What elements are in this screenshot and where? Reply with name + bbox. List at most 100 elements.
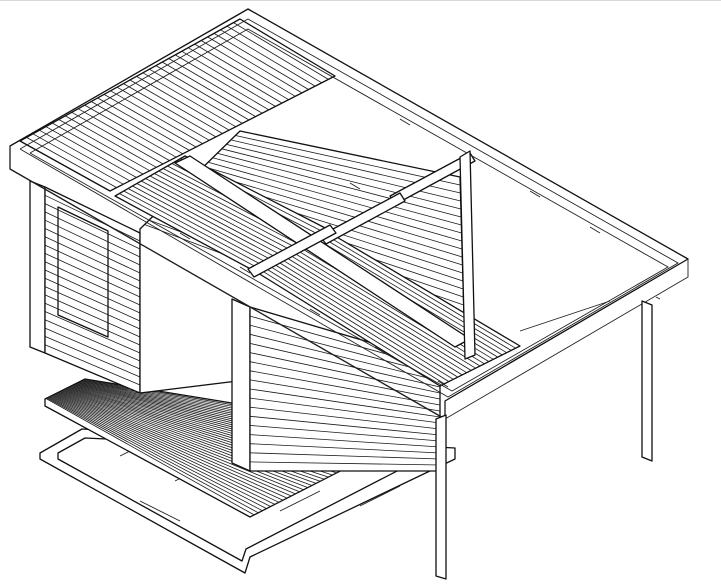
floor-hatch-line — [57, 392, 304, 491]
roof-hatch-line — [110, 90, 203, 144]
left-wall-hatch-line — [44, 203, 141, 250]
front-wall-hatch-line — [249, 388, 441, 418]
roof-hatch-line — [220, 29, 316, 87]
front-wall-hatch-line — [249, 434, 441, 448]
front-wall-hatch-line — [249, 370, 441, 406]
left-room-hatch-line — [136, 183, 283, 261]
roof-hatch-line — [103, 94, 197, 148]
floor-boards — [44, 378, 416, 518]
front-wall-hatch-line — [249, 406, 441, 430]
left-room-hatch-line — [119, 193, 263, 271]
roof-hatch-line — [97, 97, 190, 151]
right-room-hatch-line — [269, 265, 454, 380]
left-room-hatch-line — [158, 170, 307, 249]
right-room-hatch-line — [281, 259, 467, 374]
front-wall-hatch-line — [249, 397, 441, 424]
roof-hatch-line — [32, 133, 124, 185]
roof-hatch-line — [142, 72, 236, 128]
roof-hatch-line — [84, 104, 177, 158]
left-room-hatch-line — [127, 188, 273, 266]
right-room-hatch-line — [321, 237, 512, 351]
floor-hatch-line — [53, 394, 288, 499]
floor-hatch-line — [46, 397, 259, 514]
roof-hatch-line — [200, 40, 296, 97]
back-wall-hatch-line — [208, 161, 462, 234]
right-room-hatch-line — [273, 263, 459, 378]
right-room-hatch-line — [289, 254, 476, 369]
support-posts — [435, 296, 661, 580]
roof-hatch-line — [187, 47, 283, 104]
back-wall-hatch-line — [217, 152, 462, 218]
left-wall-hatch-line — [44, 336, 141, 378]
right-room-hatch-line — [317, 239, 507, 354]
roof-hatch-line — [168, 58, 263, 114]
roof-hatch-line — [91, 101, 183, 155]
left-wall-hatch-line — [44, 319, 141, 362]
front-wall-hatch-line — [249, 425, 441, 442]
roof-hatch-line — [213, 33, 309, 90]
back-wall-hatch-line — [226, 144, 461, 202]
floor-hatch-line — [51, 395, 280, 503]
roof-hatch-line — [181, 50, 276, 107]
front-wall-hatch-line — [249, 415, 441, 436]
roof-hatch-line — [207, 36, 303, 94]
left-wall-hatch-line — [44, 311, 141, 354]
front-wall-hatch-line — [249, 343, 441, 388]
left-room-hatch-line — [154, 173, 302, 251]
front-wall — [231, 298, 441, 472]
floor-hatch-line — [56, 392, 300, 493]
floor-hatch-line — [45, 398, 255, 516]
left-wall-hatch-line — [44, 219, 141, 266]
floor-hatch-line — [50, 395, 275, 505]
roof-hatch-line — [226, 25, 323, 84]
left-wall-hatch-line — [44, 261, 141, 306]
roof-hatch-line — [116, 86, 210, 141]
roof-hatch-line — [123, 83, 217, 138]
roof-hatch-line — [149, 68, 243, 124]
roof-hatch-line — [129, 79, 223, 134]
roof-hatch-line — [155, 65, 250, 121]
carport-rafters — [179, 118, 611, 388]
left-wall-hatch-line — [44, 269, 141, 314]
right-room-hatch-line — [277, 261, 463, 376]
left-wall-hatch-line — [44, 194, 141, 242]
floor-hatch-line — [54, 393, 292, 497]
roof-hatch-line — [136, 76, 230, 131]
left-wall-hatch-line — [44, 244, 141, 290]
right-room-hatch-line — [265, 268, 450, 382]
right-room-hatch-line — [325, 234, 516, 349]
left-wall-hatch-line — [44, 277, 141, 322]
back-wall-hatch-line — [203, 166, 462, 242]
roof-hatch-line — [233, 22, 329, 80]
left-wall-hatch-line — [44, 294, 141, 338]
floor-hatch-line — [58, 391, 308, 488]
left-wall-hatch-line — [44, 302, 141, 346]
front-wall-hatch-line — [249, 461, 441, 466]
front-wall-hatch-line — [249, 333, 441, 382]
back-wall-hatch-line — [221, 148, 461, 210]
left-room-hatch-line — [141, 180, 288, 259]
left-room-hatch-line — [145, 178, 292, 256]
roof-hatch-line — [175, 54, 270, 111]
roof-hatch-line — [26, 137, 117, 188]
left-wall — [29, 180, 141, 394]
right-room-hatch-line — [293, 252, 481, 367]
floor-hatch-line — [47, 397, 263, 512]
roof-hatch-line — [194, 43, 289, 101]
back-wall-hatch-line — [235, 135, 461, 186]
left-wall-hatch-line — [44, 327, 141, 370]
left-room-hatch-line — [149, 175, 297, 254]
cross-beams — [174, 152, 476, 348]
right-room-hatch-line — [261, 270, 445, 385]
front-wall-hatch-line — [249, 352, 441, 394]
left-wall-hatch-line — [44, 253, 141, 298]
left-wall-hatch-line — [44, 236, 141, 282]
floor-hatch-line — [48, 396, 267, 509]
left-wall-hatch-line — [44, 211, 141, 258]
front-wall-hatch-line — [249, 452, 441, 460]
floor-hatch-line — [55, 393, 296, 495]
left-wall-hatch-line — [44, 286, 141, 330]
roof-hatch-line — [162, 61, 256, 117]
